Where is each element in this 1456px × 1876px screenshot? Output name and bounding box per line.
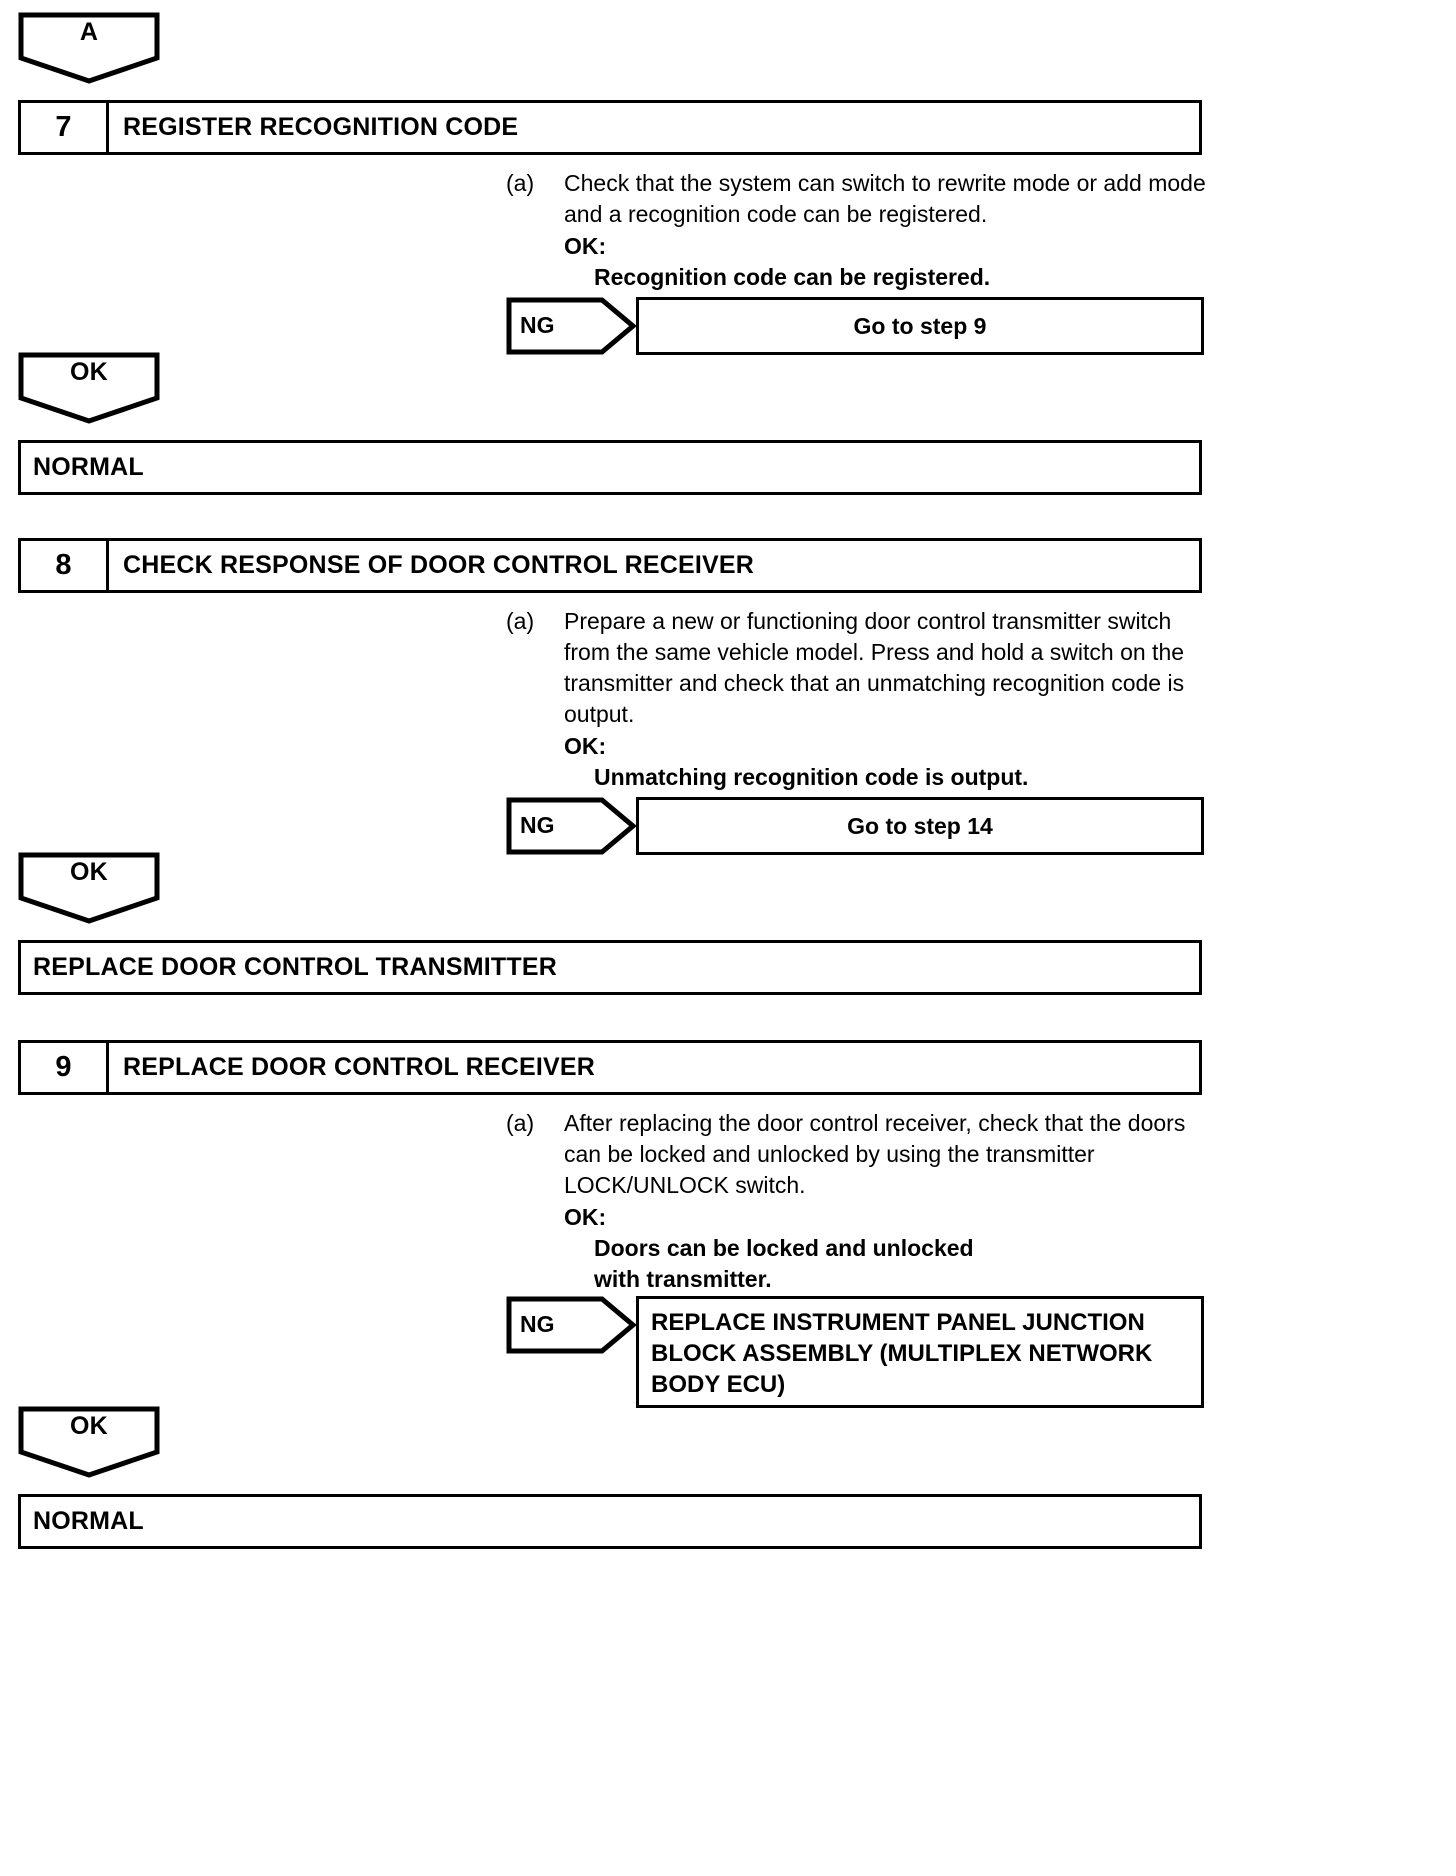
step-8-procedure: (a) Prepare a new or functioning door co… [506, 606, 1206, 793]
step-8-ok-value: Unmatching recognition code is output. [594, 764, 1029, 790]
step-8-marker: (a) [506, 608, 535, 634]
step-9-pass-connector: OK [18, 1406, 160, 1478]
result-replace-transmitter: REPLACE DOOR CONTROL TRANSMITTER [18, 940, 1202, 995]
step-8-instruction: Prepare a new or functioning door contro… [564, 608, 1185, 727]
pentagon-shape [18, 852, 160, 924]
step-7-ng-target[interactable]: Go to step 9 [636, 297, 1204, 355]
result-normal-1: NORMAL [18, 440, 1202, 495]
step-7-marker: (a) [506, 170, 535, 196]
step-title-7: REGISTER RECOGNITION CODE [123, 113, 519, 141]
step-7-pass-connector: OK [18, 352, 160, 424]
step-header-7: 7 REGISTER RECOGNITION CODE [18, 100, 1202, 155]
step-8-ng-target[interactable]: Go to step 14 [636, 797, 1204, 855]
step-9-marker: (a) [506, 1110, 535, 1136]
step-header-8: 8 CHECK RESPONSE OF DOOR CONTROL RECEIVE… [18, 538, 1202, 593]
connector-a: A [18, 12, 160, 84]
pentagon-shape [18, 12, 160, 84]
step-8-ng-tag: NG [506, 797, 636, 855]
step-8-ng-row: NG Go to step 14 [506, 797, 1204, 855]
step-7-ng-label: NG [520, 312, 555, 338]
step-9-instruction-row: (a) After replacing the door control rec… [506, 1108, 1206, 1201]
result-normal-2: NORMAL [18, 1494, 1202, 1549]
step-9-pass-label: OK [69, 1412, 109, 1440]
step-title-8: CHECK RESPONSE OF DOOR CONTROL RECEIVER [123, 551, 755, 579]
step-7-pass-label: OK [69, 358, 109, 386]
step-9-ng-row: NG REPLACE INSTRUMENT PANEL JUNCTION BLO… [506, 1296, 1204, 1408]
step-8-ng-label: NG [520, 812, 555, 838]
step-7-instruction-row: (a) Check that the system can switch to … [506, 168, 1206, 230]
step-8-pass-connector: OK [18, 852, 160, 924]
step-header-9: 9 REPLACE DOOR CONTROL RECEIVER [18, 1040, 1202, 1095]
pentagon-shape [18, 1406, 160, 1478]
step-8-instruction-row: (a) Prepare a new or functioning door co… [506, 606, 1206, 730]
step-title-9: REPLACE DOOR CONTROL RECEIVER [123, 1053, 596, 1081]
ng-arrow-shape [506, 1296, 636, 1354]
step-8-pass-label: OK [69, 858, 109, 886]
step-9-ng-tag: NG [506, 1296, 636, 1354]
step-9-ng-target[interactable]: REPLACE INSTRUMENT PANEL JUNCTION BLOCK … [636, 1296, 1204, 1408]
step-7-ng-tag: NG [506, 297, 636, 355]
step-number-8: 8 [21, 541, 109, 590]
step-7-procedure: (a) Check that the system can switch to … [506, 168, 1206, 293]
ng-arrow-shape [506, 297, 636, 355]
step-9-instruction: After replacing the door control receive… [564, 1110, 1186, 1198]
step-9-ng-label: NG [520, 1311, 555, 1337]
step-number-7: 7 [21, 103, 109, 152]
step-7-instruction: Check that the system can switch to rewr… [564, 170, 1206, 227]
step-7-ng-row: NG Go to step 9 [506, 297, 1204, 355]
step-number-9: 9 [21, 1043, 109, 1092]
step-9-ok-label: OK: [564, 1204, 607, 1230]
pentagon-shape [18, 352, 160, 424]
ng-arrow-shape [506, 797, 636, 855]
step-9-procedure: (a) After replacing the door control rec… [506, 1108, 1206, 1295]
connector-a-label: A [79, 18, 99, 46]
step-8-ok-label: OK: [564, 733, 607, 759]
step-7-ok-value: Recognition code can be registered. [594, 264, 991, 290]
step-7-ok-label: OK: [564, 233, 607, 259]
step-9-ok-value: Doors can be locked and unlocked with tr… [594, 1235, 974, 1292]
